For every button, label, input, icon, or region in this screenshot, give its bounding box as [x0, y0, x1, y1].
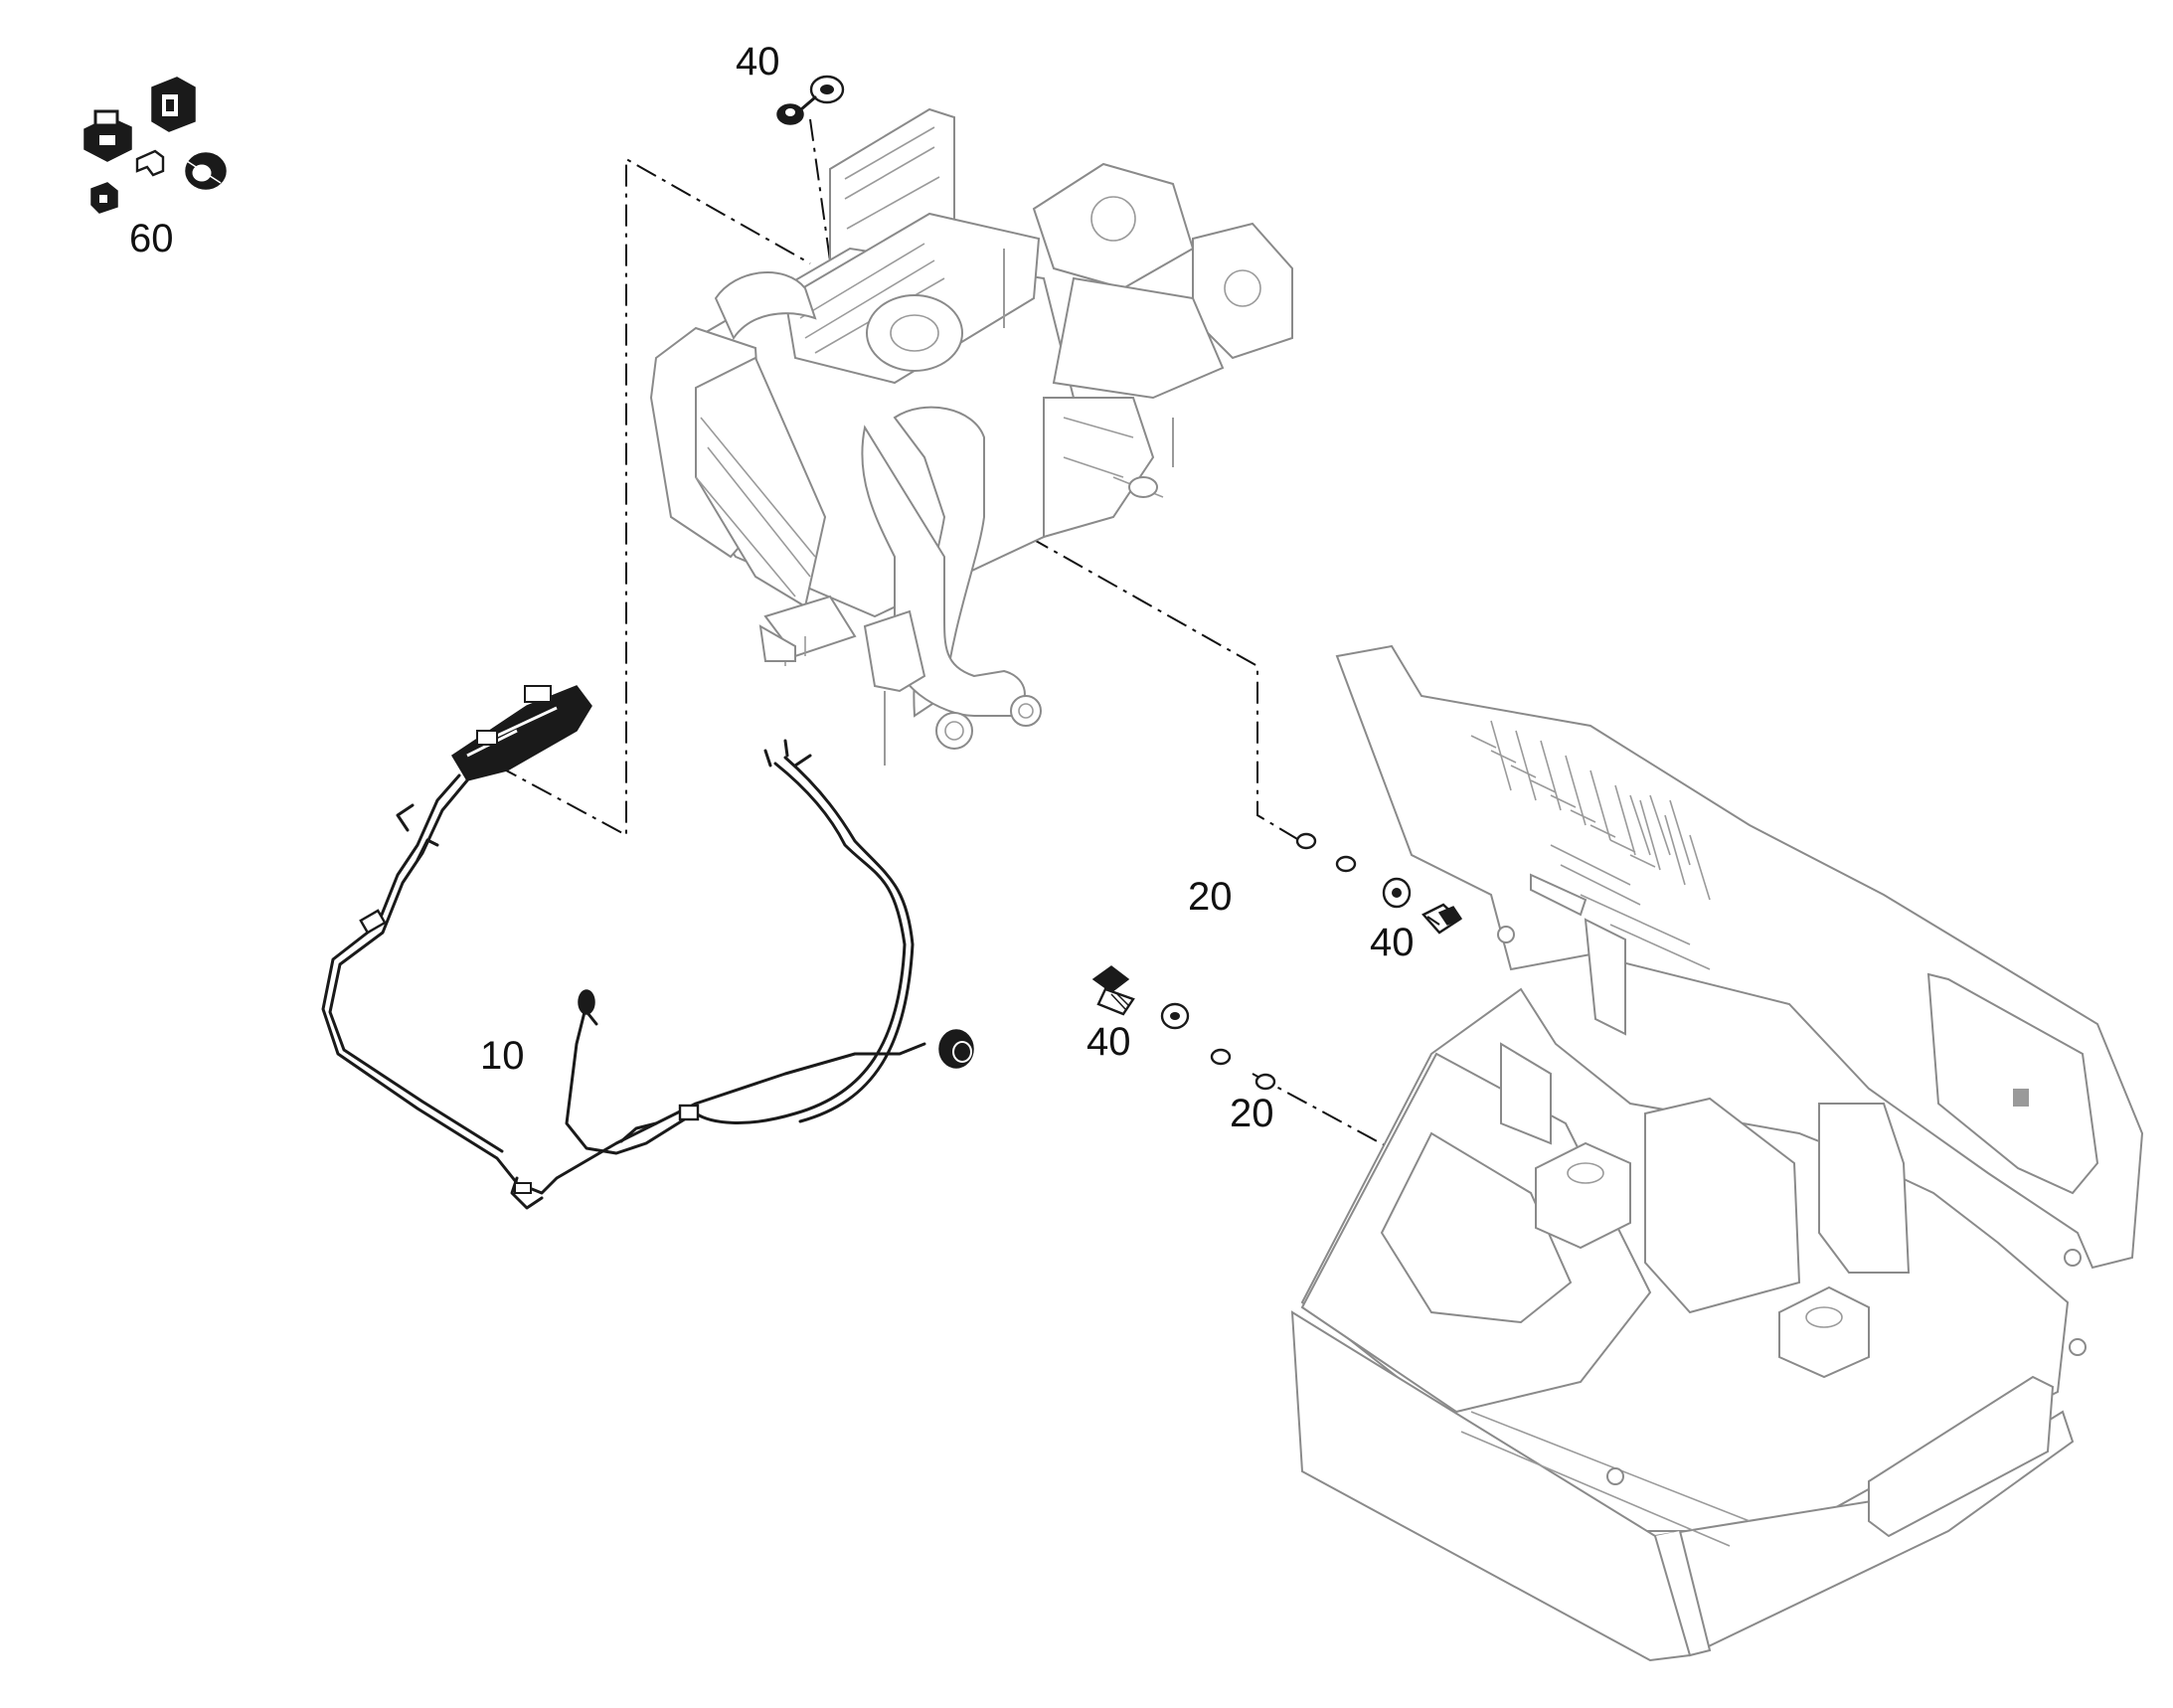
harness-loop — [694, 762, 907, 1124]
small-nut — [776, 103, 804, 125]
callout-fastener-right: 40 — [1370, 921, 1415, 964]
wiring-harness — [321, 685, 974, 1210]
connector-clip — [135, 149, 165, 177]
ring-terminal — [799, 75, 845, 111]
ground-straps — [1210, 832, 1357, 1091]
callout-ground-strap-upper: 20 — [1188, 875, 1233, 919]
right-bolt — [1421, 903, 1463, 935]
harness-round-plug — [938, 1029, 974, 1069]
connector-housing-a — [84, 109, 132, 162]
top-fastener-assembly — [776, 75, 845, 125]
connector-plug — [90, 182, 118, 214]
leader-harness-to-engine — [496, 157, 811, 837]
callout-fastener-top: 40 — [736, 40, 780, 84]
ground-strap-2 — [1254, 855, 1357, 1091]
left-bolt — [1091, 965, 1135, 1016]
engine-assembly — [649, 107, 1293, 766]
ground-strap-1 — [1210, 832, 1317, 1066]
connector-housing-b — [151, 77, 196, 132]
callout-ground-strap-lower: 20 — [1230, 1092, 1274, 1135]
harness-main-connector — [450, 685, 592, 781]
callout-connector-kit: 60 — [129, 217, 174, 260]
left-bolt-assembly — [1091, 965, 1190, 1030]
leader-top-bolt — [809, 118, 831, 261]
leader-engine-to-strap — [1028, 536, 1305, 844]
harness-trunk — [321, 773, 926, 1195]
connector-seal-ring — [185, 152, 227, 190]
cab-vent-grid — [1470, 720, 1711, 970]
connector-kit-parts — [84, 77, 227, 214]
cab-frame — [1290, 644, 2144, 1662]
callout-fastener-left: 40 — [1086, 1020, 1131, 1064]
callout-wiring-harness: 10 — [480, 1034, 525, 1078]
right-bolt-assembly — [1382, 877, 1463, 935]
